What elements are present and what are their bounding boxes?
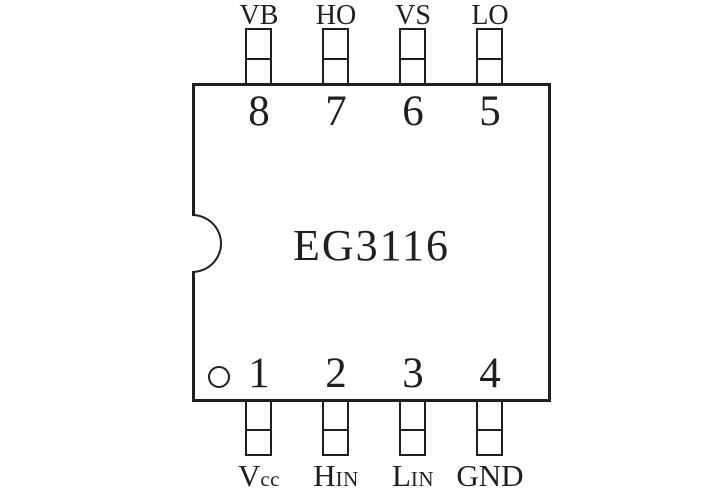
pin-lead-divider xyxy=(247,58,270,60)
pin-number-4: 4 xyxy=(479,350,501,397)
pin-label-main: V xyxy=(237,458,261,493)
pin-lead-divider xyxy=(478,429,501,431)
pin-lead-7 xyxy=(322,28,349,86)
pin-label-lin: LIN xyxy=(368,460,458,491)
pin-number-3: 3 xyxy=(402,350,424,397)
pin-label-main: L xyxy=(391,458,411,493)
pin-label-sub: IN xyxy=(335,467,359,491)
pin-lead-1 xyxy=(245,400,272,456)
pin-label-vb: VB xyxy=(239,0,279,31)
pin-number-1: 1 xyxy=(248,350,270,397)
chip-body xyxy=(192,83,551,402)
chip-title: EG3116 xyxy=(292,221,451,270)
pin-number-8: 8 xyxy=(248,88,270,135)
pin-label-sub: IN xyxy=(410,467,435,491)
pin-lead-divider xyxy=(478,58,501,60)
pin1-indicator xyxy=(208,366,230,388)
pin-label-vcc: Vcc xyxy=(214,460,304,491)
pin-number-2: 2 xyxy=(325,350,347,397)
pin-lead-divider xyxy=(247,429,270,431)
pin-lead-8 xyxy=(245,28,272,86)
pin-label-ho: HO xyxy=(315,0,357,31)
pin-label-lo: LO xyxy=(471,0,509,31)
pin-number-6: 6 xyxy=(402,88,424,135)
pin-lead-divider xyxy=(324,58,347,60)
pin-number-5: 5 xyxy=(479,88,501,135)
pin-number-7: 7 xyxy=(325,88,347,135)
pin-lead-divider xyxy=(401,58,424,60)
pin-lead-2 xyxy=(322,400,349,456)
pin-label-main: H xyxy=(313,458,336,493)
pin-label-gnd: GND xyxy=(445,460,535,491)
pin-lead-3 xyxy=(399,400,426,456)
pin-lead-divider xyxy=(401,429,424,431)
pin-lead-divider xyxy=(324,429,347,431)
pin-label-main: GND xyxy=(456,458,524,493)
pin-label-sub: cc xyxy=(260,467,281,491)
pin-label-hin: HIN xyxy=(291,460,381,491)
pin-label-vs: VS xyxy=(395,0,431,31)
pin-lead-4 xyxy=(476,400,503,456)
pin-lead-5 xyxy=(476,28,503,86)
pin-lead-6 xyxy=(399,28,426,86)
